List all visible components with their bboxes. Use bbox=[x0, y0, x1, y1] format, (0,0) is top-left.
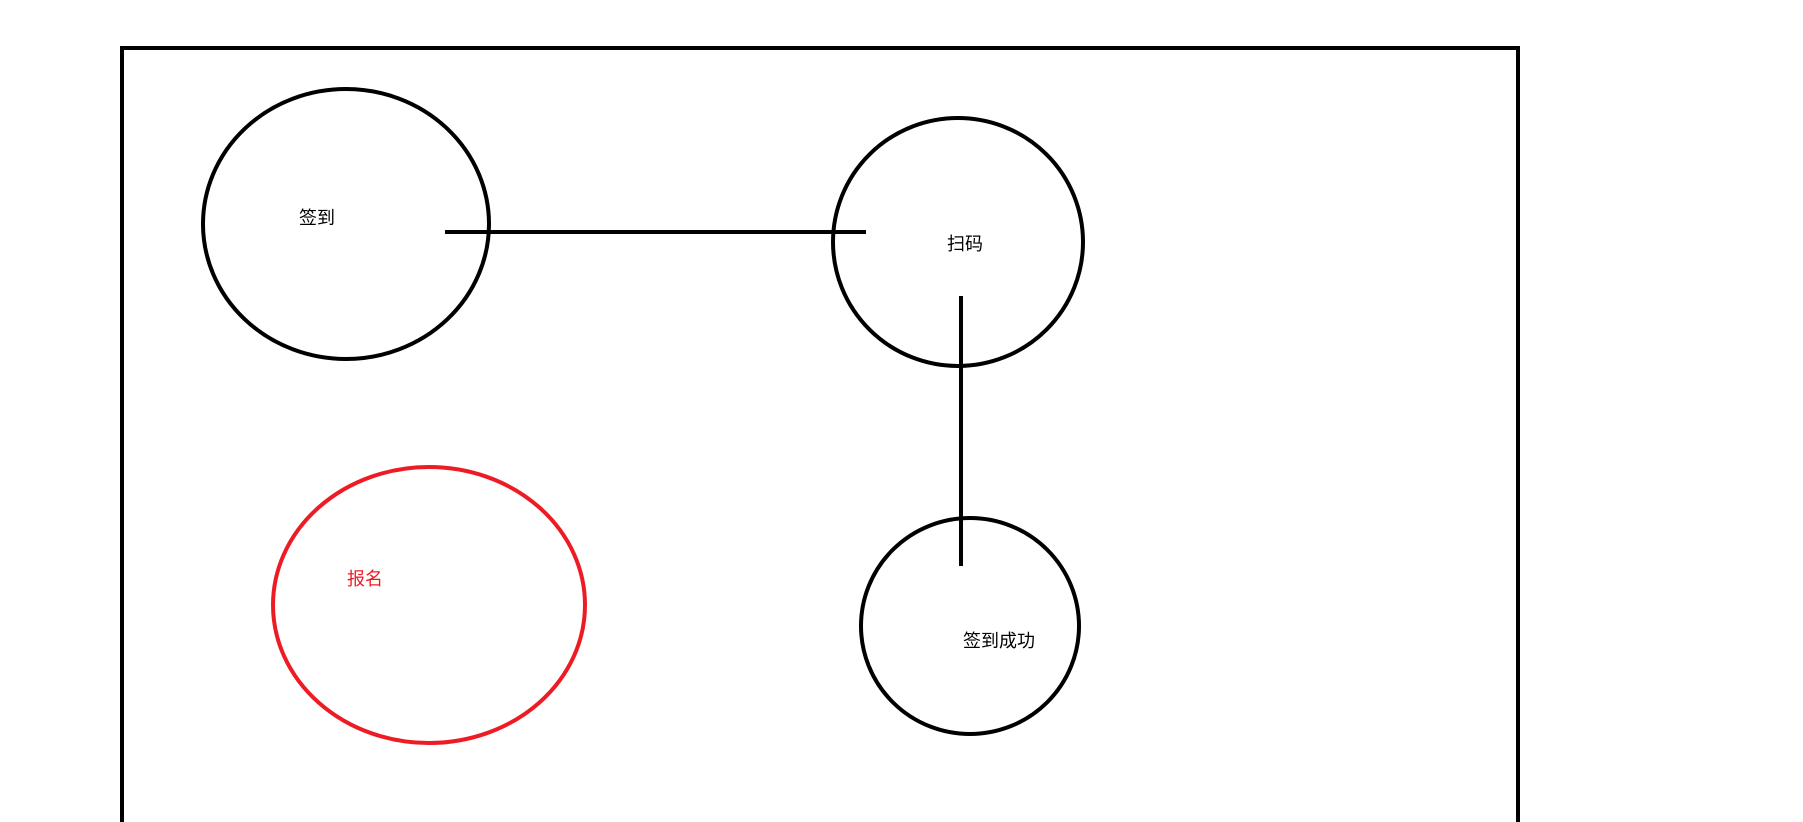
node-checkin-label: 签到 bbox=[299, 208, 335, 229]
node-register-label: 报名 bbox=[347, 569, 383, 590]
node-scan-label: 扫码 bbox=[947, 234, 983, 255]
node-success-label: 签到成功 bbox=[963, 631, 1035, 652]
node-scan-circle bbox=[831, 116, 1085, 368]
node-checkin-circle bbox=[201, 87, 491, 361]
diagram-frame bbox=[120, 46, 1520, 822]
node-success-circle bbox=[859, 516, 1081, 736]
node-register-circle bbox=[271, 465, 587, 745]
